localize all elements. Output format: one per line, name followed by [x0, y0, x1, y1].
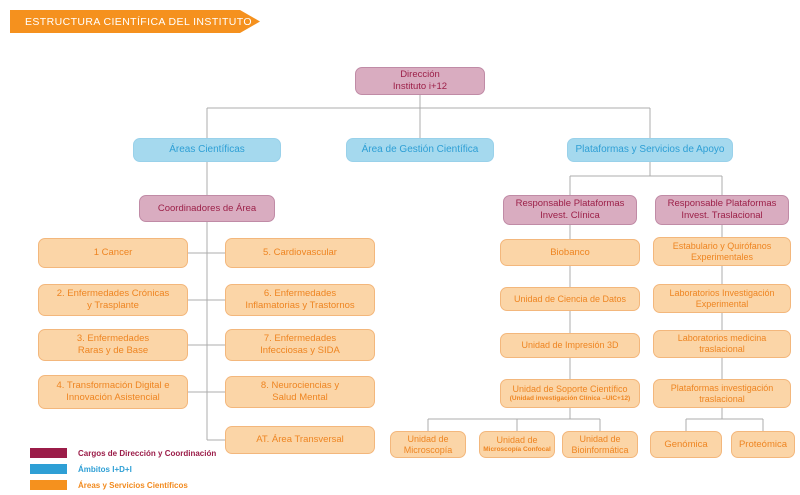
node-responsable-clinica: Responsable Plataformas Invest. Clínica [503, 195, 637, 225]
unit-impresion-3d: Unidad de Impresión 3D [500, 333, 640, 358]
subunit-genomica: Genómica [650, 431, 722, 458]
area-transformacion-digital: 4. Transformación Digital e Innovación A… [38, 375, 188, 409]
legend-item-ambitos: Ámbitos I+D+I [30, 461, 216, 477]
node-gestion-cientifica: Área de Gestión Científica [346, 138, 494, 162]
node-areas-cientificas: Áreas Científicas [133, 138, 281, 162]
area-cancer: 1 Cancer [38, 238, 188, 268]
subunit-bioinformatica: Unidad de Bioinformática [562, 431, 638, 458]
node-plataformas-apoyo: Plataformas y Servicios de Apoyo [567, 138, 733, 162]
subunit-proteomica: Proteómica [731, 431, 795, 458]
subunit-microscopia-confocal: Unidad de Microscopía Confocal [479, 431, 555, 458]
area-enfermedades-infecciosas: 7. Enfermedades Infecciosas y SIDA [225, 329, 375, 361]
area-enfermedades-raras: 3. Enfermedades Raras y de Base [38, 329, 188, 361]
node-coordinadores-area: Coordinadores de Área [139, 195, 275, 222]
node-responsable-traslacional: Responsable Plataformas Invest. Traslaci… [655, 195, 789, 225]
legend: Cargos de Dirección y Coordinación Ámbit… [30, 445, 216, 493]
legend-item-direccion: Cargos de Dirección y Coordinación [30, 445, 216, 461]
unit-lab-medicina-traslacional: Laboratorios medicina traslacional [653, 330, 791, 358]
legend-label-areas: Áreas y Servicios Científicos [78, 480, 188, 490]
area-cardiovascular: 5. Cardiovascular [225, 238, 375, 268]
unit-soporte-sub: (Unidad investigación Clínica –UIC+12) [509, 394, 631, 402]
area-neurociencias: 8. Neurociencias y Salud Mental [225, 376, 375, 408]
unit-soporte-cientifico: Unidad de Soporte Científico (Unidad inv… [500, 379, 640, 408]
legend-swatch-blue [30, 464, 67, 474]
area-enfermedades-cronicas: 2. Enfermedades Crónicas y Trasplante [38, 284, 188, 316]
unit-soporte-main: Unidad de Soporte Científico [512, 383, 628, 394]
subunit-confocal-sub: Microscopía Confocal [483, 445, 551, 453]
legend-label-direccion: Cargos de Dirección y Coordinación [78, 448, 217, 458]
subunit-confocal-main: Unidad de [496, 434, 538, 445]
node-direccion-instituto: Dirección Instituto i+12 [355, 67, 485, 95]
legend-swatch-orange [30, 480, 67, 490]
page-title: ESTRUCTURA CIENTÍFICA DEL INSTITUTO [25, 15, 252, 28]
title-banner: ESTRUCTURA CIENTÍFICA DEL INSTITUTO [10, 10, 260, 33]
unit-lab-investigacion-experimental: Laboratorios Investigación Experimental [653, 284, 791, 313]
area-enfermedades-inflamatorias: 6. Enfermedades Inflamatorias y Trastorn… [225, 284, 375, 316]
legend-item-areas: Áreas y Servicios Científicos [30, 477, 216, 493]
unit-ciencia-datos: Unidad de Ciencia de Datos [500, 287, 640, 311]
subunit-microscopia: Unidad de Microscopía [390, 431, 466, 458]
legend-label-ambitos: Ámbitos I+D+I [78, 464, 132, 474]
area-transversal: AT. Área Transversal [225, 426, 375, 454]
unit-plataformas-investigacion: Plataformas investigación traslacional [653, 379, 791, 408]
unit-estabulario: Estabulario y Quirófanos Experimentales [653, 237, 791, 266]
unit-biobanco: Biobanco [500, 239, 640, 266]
legend-swatch-maroon [30, 448, 67, 458]
